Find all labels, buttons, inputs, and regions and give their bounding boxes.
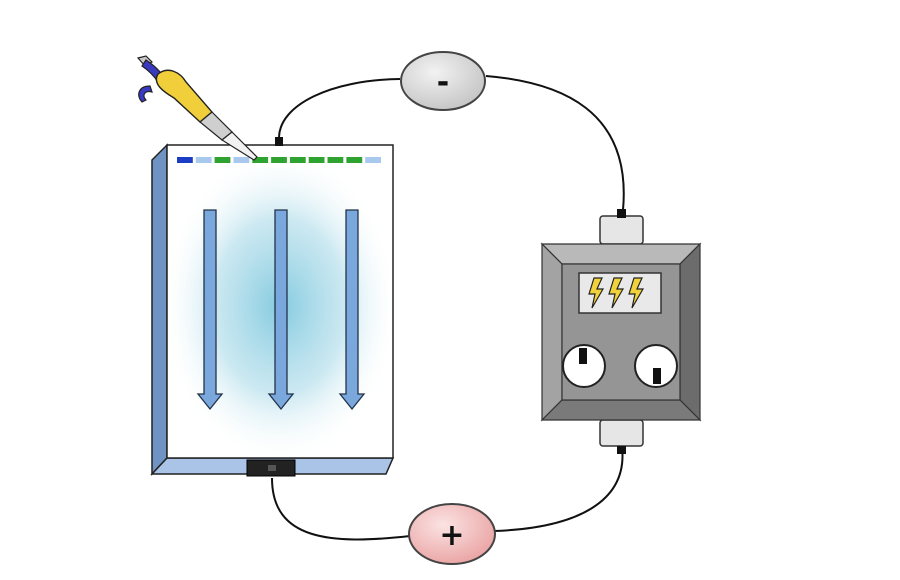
gel-well xyxy=(271,157,287,163)
wire-negative-to-power xyxy=(485,75,625,211)
gel-box-left-side xyxy=(151,143,168,476)
circuit-wires xyxy=(271,75,625,541)
power-bevel-left xyxy=(541,242,563,422)
gel-well xyxy=(365,157,381,163)
wire-negative-to-gel xyxy=(278,78,401,138)
power-dial-left xyxy=(562,344,606,388)
negative-terminal: - xyxy=(400,51,486,111)
power-bevel-top xyxy=(540,243,702,265)
pipette-tip xyxy=(220,131,258,161)
migration-arrows xyxy=(196,209,366,411)
gel-well xyxy=(177,157,193,163)
power-bevel-right xyxy=(679,242,701,422)
voltage-bolts xyxy=(588,277,645,309)
gel-well xyxy=(233,157,250,163)
lightning-bolt-icon xyxy=(588,277,605,309)
gel-well xyxy=(308,157,325,163)
dial-left-pointer xyxy=(579,348,587,364)
gel-wells xyxy=(177,157,381,163)
dial-right-pointer xyxy=(653,368,661,384)
power-bottom-connector xyxy=(599,419,644,447)
lightning-bolt-icon xyxy=(608,277,625,309)
positive-terminal-body xyxy=(408,503,496,565)
pipette-body xyxy=(155,69,213,123)
gel-well xyxy=(214,157,231,163)
gel-bottom-connector xyxy=(268,465,276,471)
negative-terminal-body xyxy=(400,51,486,111)
power-top-pin xyxy=(617,209,626,218)
power-bottom-pin xyxy=(617,446,626,454)
power-bevel-bottom xyxy=(540,399,702,421)
power-supply xyxy=(540,209,702,454)
pipette-finger-rest xyxy=(138,85,153,103)
migration-arrow-icon xyxy=(338,209,366,411)
lightning-bolt-icon xyxy=(628,277,645,309)
gel-well xyxy=(346,157,363,163)
gel-well xyxy=(289,157,306,163)
positive-terminal: + xyxy=(408,503,496,565)
pipette-icon xyxy=(136,55,258,161)
migration-arrow-icon xyxy=(196,209,224,411)
power-top-connector xyxy=(599,215,644,245)
power-dial-right xyxy=(634,344,678,388)
negative-terminal-label: - xyxy=(437,65,449,100)
gel-top-connector xyxy=(275,137,283,146)
wire-positive-to-gel xyxy=(271,477,411,541)
gel-well xyxy=(195,157,212,163)
migration-arrow-icon xyxy=(267,209,295,411)
positive-terminal-label: + xyxy=(439,518,464,553)
gel-well xyxy=(252,157,269,163)
wire-power-to-positive xyxy=(493,446,624,532)
gel-box xyxy=(150,137,395,477)
gel-well xyxy=(327,157,344,163)
